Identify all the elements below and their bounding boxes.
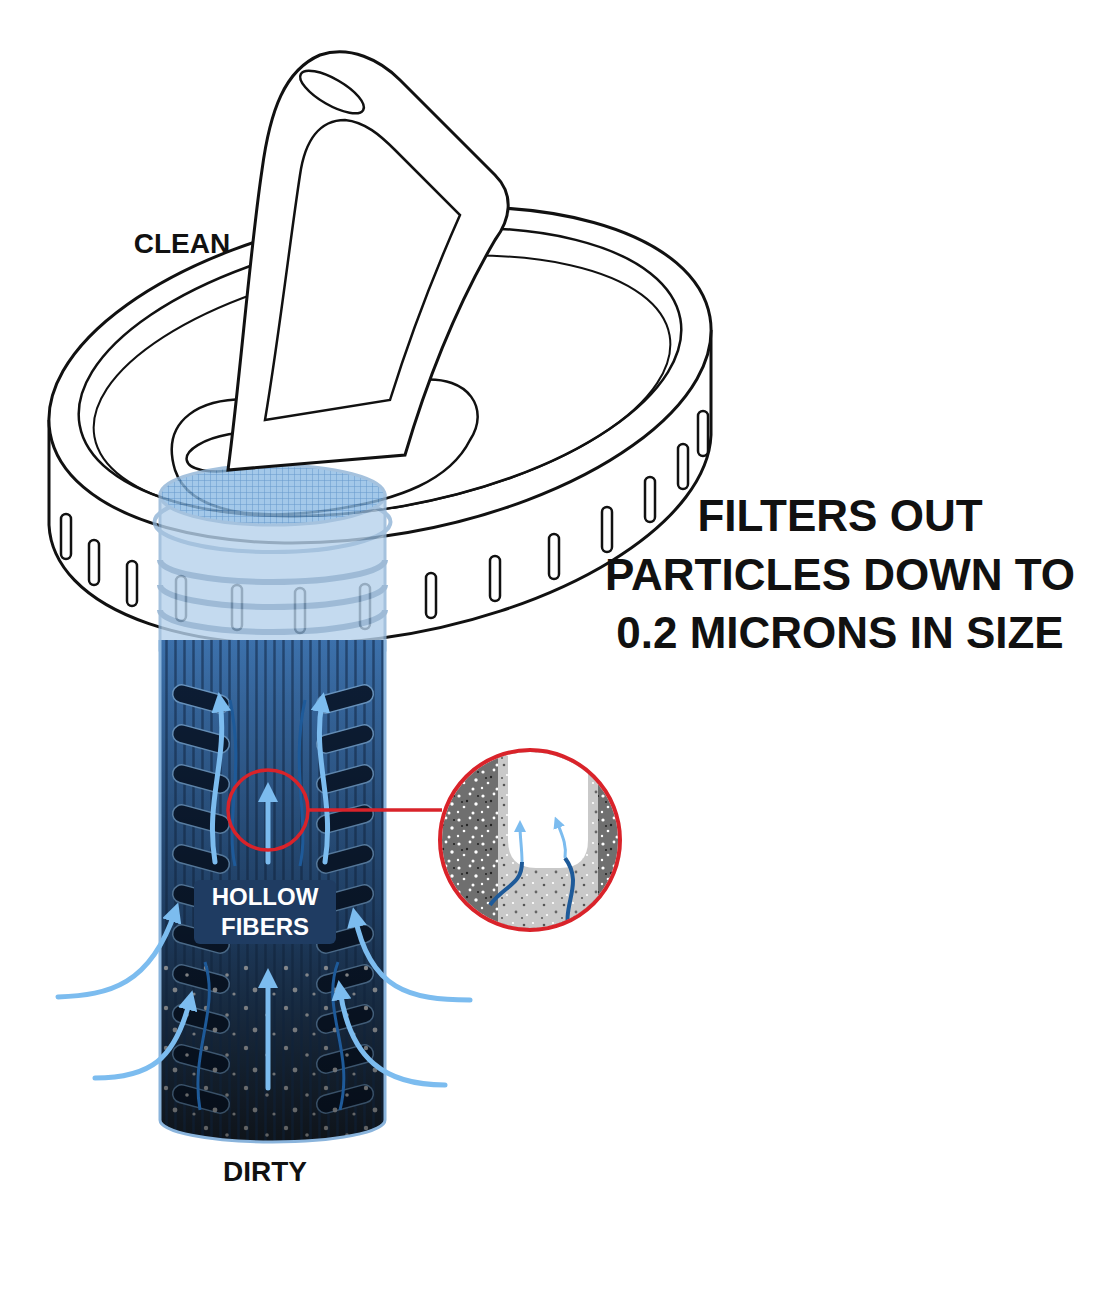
flow-arrow	[95, 1000, 190, 1078]
flow-arrow	[58, 912, 175, 997]
magnifier-callout	[228, 770, 308, 850]
flow-arrow	[340, 990, 445, 1085]
filter-tube	[299, 700, 305, 866]
filter-thread	[160, 585, 385, 607]
cap-skirt	[678, 444, 688, 489]
filter-tube	[155, 635, 390, 1155]
filter-tube	[155, 635, 390, 1155]
headline-text: FILTERS OUT PARTICLES DOWN TO 0.2 MICRON…	[595, 487, 1085, 664]
filter-tube	[155, 635, 390, 1155]
magnifier-callout	[498, 740, 598, 940]
filter-thread	[160, 465, 385, 525]
flip-handle	[228, 52, 508, 470]
magnifier-callout	[440, 740, 620, 940]
filter-thread	[160, 560, 385, 582]
cap-skirt	[549, 534, 559, 579]
cap-skirt	[602, 507, 612, 552]
cap-skirt	[645, 477, 655, 522]
part-label: CLEAN	[134, 227, 230, 261]
filter-tube	[155, 635, 390, 1155]
magnifier-callout	[498, 740, 598, 940]
cap-skirt	[698, 411, 708, 456]
filter-tube	[160, 640, 385, 1142]
magnifier-callout	[440, 750, 620, 930]
flow-arrow	[58, 702, 470, 1088]
magnifier-callout	[508, 740, 588, 868]
flow-arrow	[212, 702, 221, 862]
filter-tube	[333, 962, 344, 1110]
cap-skirt	[426, 573, 436, 618]
magnifier-callout	[520, 826, 522, 862]
flip-handle	[228, 52, 508, 470]
cap-skirt	[61, 514, 71, 559]
filter-thread	[160, 610, 385, 632]
flow-arrow	[319, 702, 327, 862]
flow-arrow	[355, 917, 470, 1000]
part-label: HOLLOW FIBERS	[194, 880, 336, 944]
cap-skirt	[490, 556, 500, 601]
filter-tube	[230, 700, 236, 866]
flip-handle	[294, 63, 369, 122]
flow-arrow	[266, 978, 271, 1088]
flip-handle	[265, 120, 460, 420]
magnifier-callout	[490, 862, 522, 905]
magnifier-callout	[308, 808, 442, 812]
cap-skirt	[89, 540, 99, 585]
magnifier-callout	[557, 822, 565, 858]
cap-skirt	[127, 561, 137, 606]
part-label: DIRTY	[223, 1155, 307, 1189]
filter-thread	[155, 465, 391, 650]
filter-tube	[198, 962, 209, 1110]
filter-tube	[155, 635, 390, 1155]
